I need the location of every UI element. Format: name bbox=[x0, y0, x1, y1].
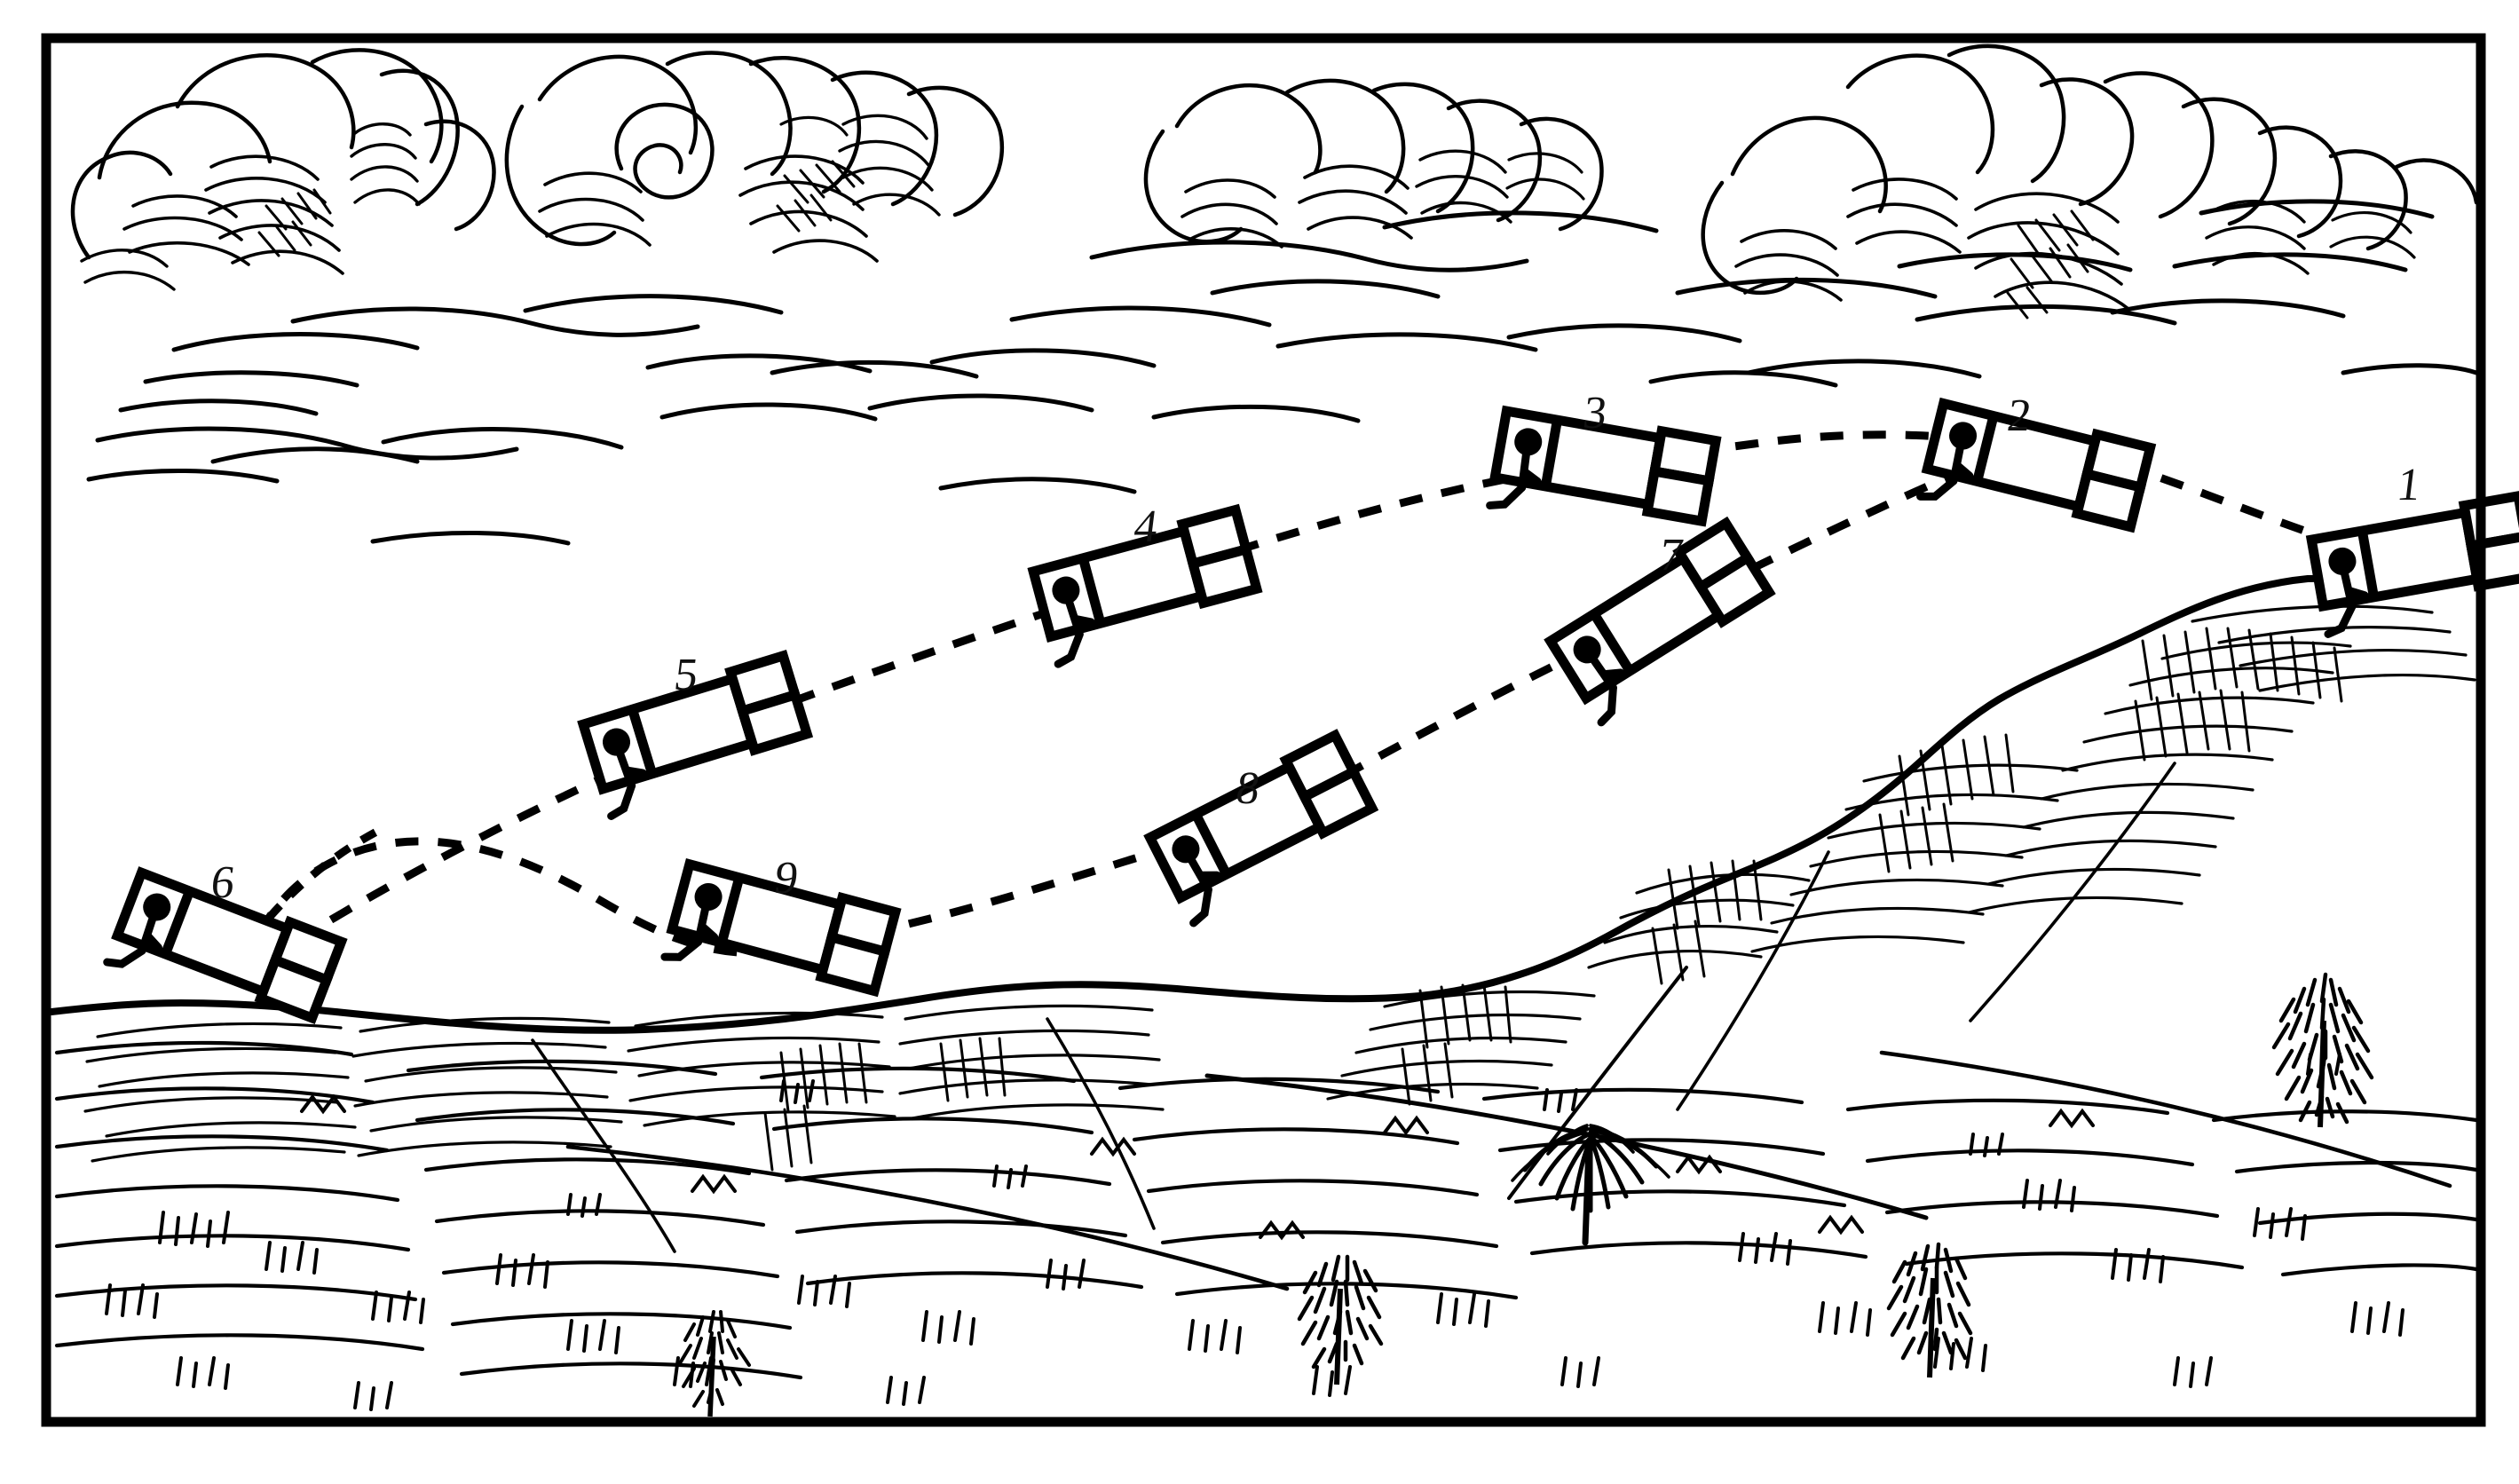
sky-streak-lines bbox=[86, 199, 2479, 546]
grass-tufts bbox=[105, 1053, 2404, 1411]
flight-path-6-9 bbox=[256, 837, 771, 957]
tree-left bbox=[678, 1310, 751, 1417]
foreground-contours bbox=[54, 966, 2479, 1380]
flight-path-7-2 bbox=[1711, 442, 2042, 592]
ridge-crest bbox=[48, 572, 2480, 1034]
flight-path-turn-6 bbox=[247, 825, 384, 943]
cloud-group-1 bbox=[70, 48, 496, 291]
tree-mid bbox=[1886, 1242, 1973, 1378]
cloud-group-4 bbox=[1701, 43, 2479, 320]
tree-left-c bbox=[1297, 1254, 1384, 1385]
bush-center bbox=[1511, 1124, 1670, 1246]
cloud-group-2 bbox=[504, 51, 1005, 263]
tree-right bbox=[2271, 972, 2374, 1128]
